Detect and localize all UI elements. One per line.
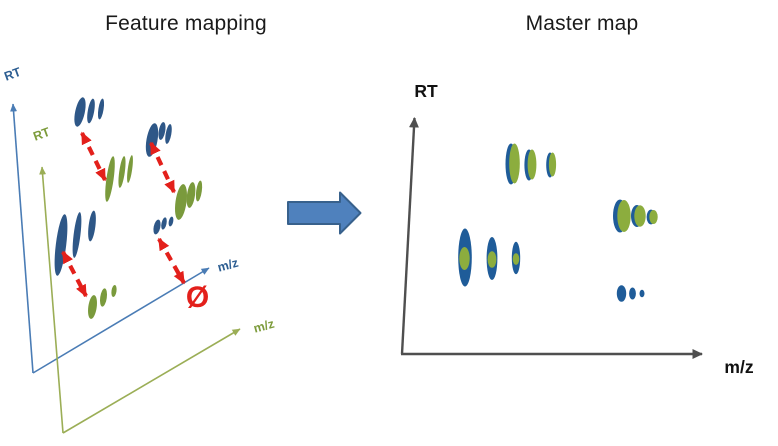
feature-ellipse — [527, 149, 537, 180]
right-panel-title: Master map — [525, 12, 639, 35]
feature-ellipse — [487, 251, 497, 268]
empty-set-symbol: Ø — [186, 281, 209, 314]
feature-ellipse — [512, 253, 520, 265]
feature-ellipse — [639, 289, 645, 298]
feature-ellipse — [649, 210, 658, 224]
feature-ellipse — [161, 217, 167, 230]
feature-ellipse — [168, 216, 174, 227]
feature-ellipse — [88, 295, 97, 319]
feature-ellipse — [72, 212, 82, 258]
feature-ellipse — [105, 156, 115, 202]
feature-ellipse — [165, 124, 172, 144]
feature-ellipse — [118, 156, 126, 188]
match-arrow — [157, 237, 186, 285]
feature-ellipse — [127, 155, 133, 183]
left-blue-rt-label: RT — [2, 65, 23, 84]
feature-ellipse — [617, 200, 631, 232]
feature-ellipse — [88, 210, 96, 242]
feature-ellipse — [158, 122, 166, 140]
left-blue-mz-axis — [32, 267, 210, 374]
left-blue-mz-label: m/z — [216, 256, 240, 275]
left-panel-title: Feature mapping — [105, 12, 267, 35]
master-map-axes: RT m/z — [400, 81, 754, 377]
feature-ellipse — [74, 97, 86, 127]
feature-ellipse — [186, 182, 196, 208]
feature-ellipse — [548, 152, 557, 177]
feature-ellipse — [87, 98, 95, 124]
master-map-features — [458, 143, 658, 302]
left-green-rt-axis — [39, 166, 64, 434]
feature-ellipse — [99, 288, 108, 307]
master-rt-label: RT — [414, 81, 438, 101]
feature-ellipse — [145, 123, 159, 157]
feature-ellipse — [634, 205, 646, 227]
feature-ellipse — [509, 143, 520, 184]
feature-mapping-axes: RT RT m/z m/z — [2, 65, 276, 434]
match-arrow — [80, 131, 107, 182]
left-green-rt-label: RT — [31, 125, 52, 144]
feature-ellipse — [616, 285, 627, 302]
feature-mapping-features — [54, 97, 203, 319]
match-arrow — [61, 250, 88, 298]
feature-ellipse — [54, 214, 68, 276]
feature-ellipse — [459, 247, 470, 270]
feature-ellipse — [175, 184, 187, 220]
feature-ellipse — [111, 285, 117, 297]
left-green-mz-label: m/z — [252, 317, 276, 336]
master-mz-label: m/z — [724, 357, 753, 377]
feature-ellipse — [97, 98, 105, 120]
feature-ellipse — [195, 180, 203, 202]
left-green-mz-axis — [62, 328, 241, 434]
feature-match-arrows — [61, 131, 186, 298]
feature-ellipse — [629, 287, 636, 300]
left-blue-rt-axis — [10, 103, 34, 374]
master-rt-axis — [400, 117, 419, 355]
transform-arrow — [287, 191, 362, 235]
feature-ellipse — [153, 219, 161, 235]
match-arrow — [149, 141, 176, 194]
